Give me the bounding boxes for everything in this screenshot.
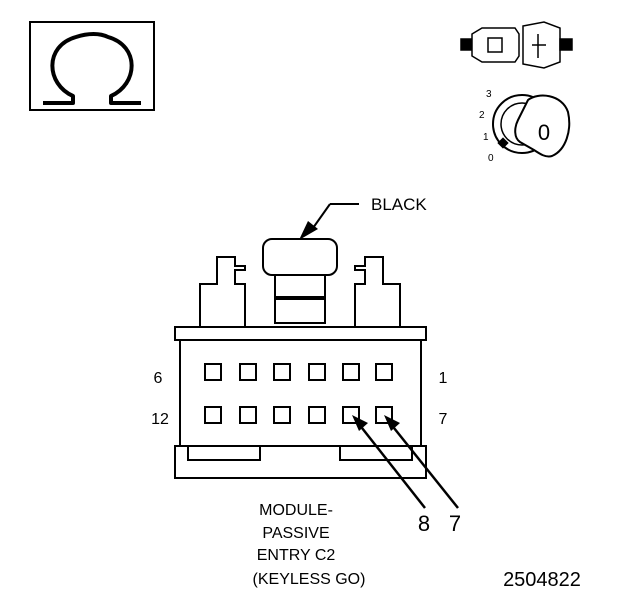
pin-cavity [308, 363, 326, 381]
omega-ohm-icon [29, 21, 155, 111]
pin-label-top-right: 1 [439, 370, 448, 387]
key-position-label: 0 [538, 120, 550, 145]
ignition-position-0: 0 [488, 153, 494, 164]
connector-latch [262, 238, 338, 276]
pin-callout-lines [352, 415, 459, 509]
figure-number: 2504822 [503, 569, 581, 591]
pin-cavity [204, 363, 222, 381]
pin-cavity [375, 363, 393, 381]
pin-7-leader [393, 427, 459, 509]
ignition-position-1: 1 [483, 132, 489, 143]
ignition-position-2: 2 [479, 110, 485, 121]
connector-body [174, 238, 427, 479]
connector-name: MODULE- PASSIVE ENTRY C2 (KEYLESS GO) [253, 502, 366, 588]
pin-cavity [342, 363, 360, 381]
pin-cavity [204, 406, 222, 424]
connector-name-line: ENTRY C2 [257, 547, 336, 564]
callout-pin-8: 8 [418, 511, 430, 536]
pin-8-leader [361, 427, 426, 509]
callout-arrowhead [299, 221, 318, 240]
pin-7-arrowhead [384, 415, 400, 431]
pin-cavity [308, 406, 326, 424]
color-callout: BLACK [299, 195, 427, 240]
connector-name-line: PASSIVE [262, 525, 329, 542]
pin-cavity [273, 363, 291, 381]
ignition-position-3: 3 [486, 89, 492, 100]
ignition-switch-icon: 0 3 2 1 0 [479, 89, 571, 164]
pin-label-bottom-right: 7 [439, 411, 448, 428]
pin-cavity [239, 363, 257, 381]
pin-label-top-left: 6 [154, 370, 163, 387]
pin-cavity [273, 406, 291, 424]
pin-cavity [239, 406, 257, 424]
callout-pin-7: 7 [449, 511, 461, 536]
connector-color-label: BLACK [371, 195, 427, 214]
connector-name-line: (KEYLESS GO) [253, 571, 366, 588]
connector-name-line: MODULE- [259, 502, 333, 519]
pin-label-bottom-left: 12 [151, 411, 169, 428]
connector-pair-icon [460, 21, 573, 69]
pin-8-arrowhead [352, 415, 368, 431]
